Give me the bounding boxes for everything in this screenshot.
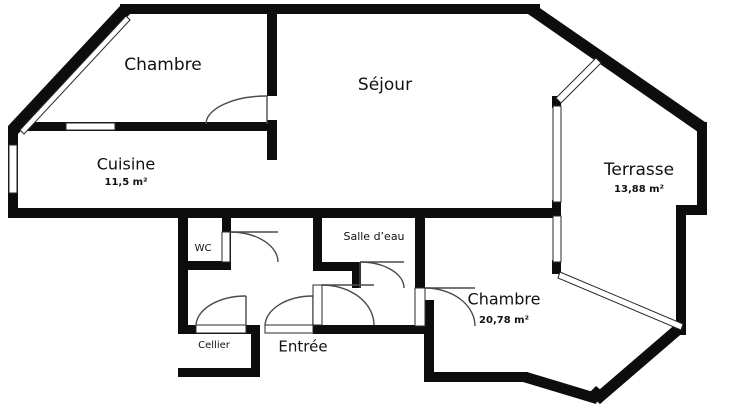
wall-chambre-sejour-divider: [267, 4, 277, 96]
wall-cuisine-bottom: [8, 208, 190, 218]
wall-salledeau-left: [313, 212, 322, 270]
door-salledeau-corridor: [312, 284, 375, 326]
room-label-cuisine-area: 11,5 m²: [105, 177, 148, 188]
wall-wc-bottom: [178, 261, 231, 270]
wall-diagonal-top-left: [8, 6, 130, 134]
wall-terrasse-divider-mid: [552, 200, 561, 218]
door-cellier: [195, 295, 247, 334]
wall-salledeau-jog-vertical: [352, 262, 361, 288]
wall-right-exterior-lower: [676, 205, 686, 335]
wall-diagonal-bottom-right: [592, 322, 686, 404]
room-label-salledeau-name: Salle d’eau: [343, 230, 404, 243]
door-chambre-sejour: [205, 95, 268, 125]
window-sejour-diagonal: [555, 57, 602, 104]
window-terrasse-divider-upper: [552, 105, 562, 203]
wall-terrasse-divider-bottom: [552, 260, 561, 274]
window-chambre-diagonal-lower: [557, 271, 684, 331]
wall-chambre-cuisine-divider: [18, 122, 277, 131]
window-chambre-diagonal: [19, 15, 131, 135]
wall-bottom-right-slope: [523, 372, 600, 404]
room-label-chambre-bottom-area: 20,78 m²: [479, 315, 529, 326]
wall-bottom-chambre: [424, 372, 528, 382]
wall-right-notch: [676, 205, 707, 215]
wall-chambre-left-lower: [424, 300, 434, 382]
window-cuisine-top: [65, 122, 116, 131]
wall-sejour-bottom: [178, 208, 558, 218]
room-label-chambre-top-name: Chambre: [124, 55, 202, 75]
window-cuisine-left: [8, 144, 18, 194]
wall-cellier-bottom: [178, 368, 260, 377]
room-label-entree-name: Entrée: [278, 338, 327, 356]
window-group: [8, 15, 684, 331]
wall-top-exterior: [120, 4, 540, 14]
room-label-group: Chambre Séjour Cuisine 11,5 m² Terrasse …: [97, 55, 674, 356]
wall-terrasse-divider-top: [552, 96, 561, 108]
room-label-chambre-bottom-name: Chambre: [468, 290, 541, 309]
room-label-wc-name: WC: [195, 243, 212, 254]
room-label-cellier-name: Cellier: [198, 340, 231, 351]
wall-group-exterior: [8, 4, 707, 404]
room-label-terrasse-name: Terrasse: [603, 160, 674, 180]
door-chambre-bottom: [414, 287, 476, 327]
wall-salledeau-jog-horizontal: [313, 262, 360, 271]
window-terrasse-divider-lower: [552, 215, 562, 263]
wall-entree-bottom: [313, 325, 425, 334]
wall-cellier-right: [251, 325, 260, 377]
room-label-cuisine-name: Cuisine: [97, 155, 156, 174]
door-wc: [221, 231, 279, 263]
wall-salledeau-right: [415, 212, 425, 306]
room-label-sejour-name: Séjour: [358, 75, 412, 95]
door-salledeau: [359, 261, 405, 289]
wall-chambre-sejour-lower: [267, 120, 277, 160]
door-group: [195, 95, 476, 334]
room-label-terrasse-area: 13,88 m²: [614, 184, 664, 195]
wall-right-exterior-upper: [697, 122, 707, 210]
door-entree: [264, 295, 314, 334]
wall-diagonal-top-right: [528, 4, 705, 132]
